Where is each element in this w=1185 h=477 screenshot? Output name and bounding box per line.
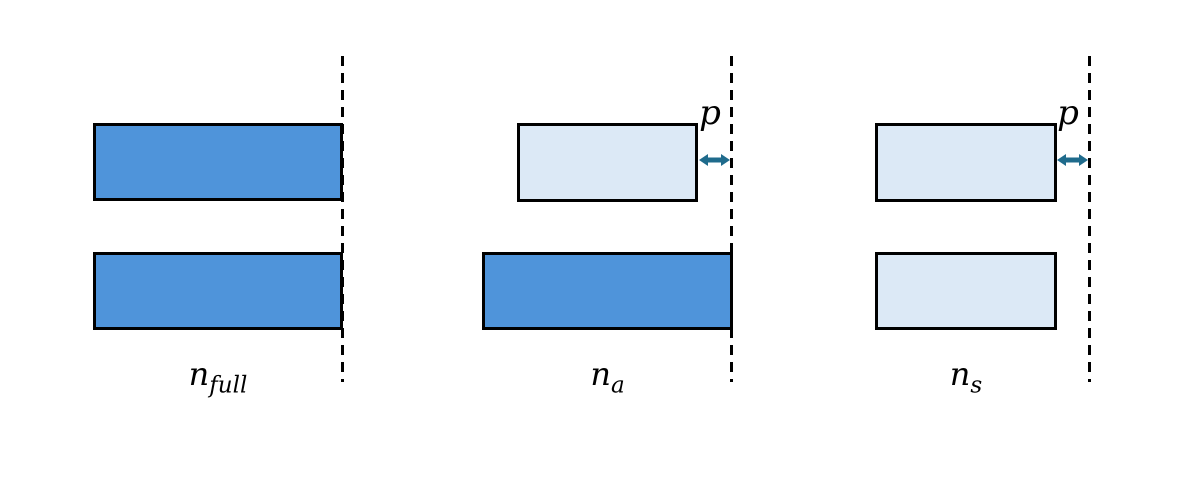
panel-label-a: na [482, 356, 733, 399]
panel-label-s-sub: s [970, 372, 983, 399]
panel-label-a-sub: a [610, 372, 625, 399]
bar-full-top [93, 123, 343, 201]
boundary-dashed-line-s [1088, 56, 1091, 382]
gap-label-a: p [699, 93, 721, 133]
boundary-dashed-line-a [730, 56, 733, 382]
panel-label-full-base: n [188, 355, 210, 393]
panel-label-a-base: n [590, 355, 611, 393]
gap-label-s: p [1057, 93, 1079, 133]
bar-s-bottom [875, 252, 1057, 330]
bar-s-top [875, 123, 1057, 202]
bar-a-bottom [482, 252, 733, 330]
bar-full-bottom [93, 252, 343, 330]
panel-label-full: nfull [93, 356, 343, 399]
double-arrow-icon-s [1057, 153, 1088, 167]
bar-a-top [517, 123, 698, 202]
boundary-dashed-line-full [341, 56, 344, 382]
panel-label-full-sub: full [209, 372, 248, 399]
double-arrow-icon-a [699, 153, 730, 167]
panel-label-s: ns [875, 356, 1057, 399]
panel-label-s-base: n [949, 355, 971, 393]
